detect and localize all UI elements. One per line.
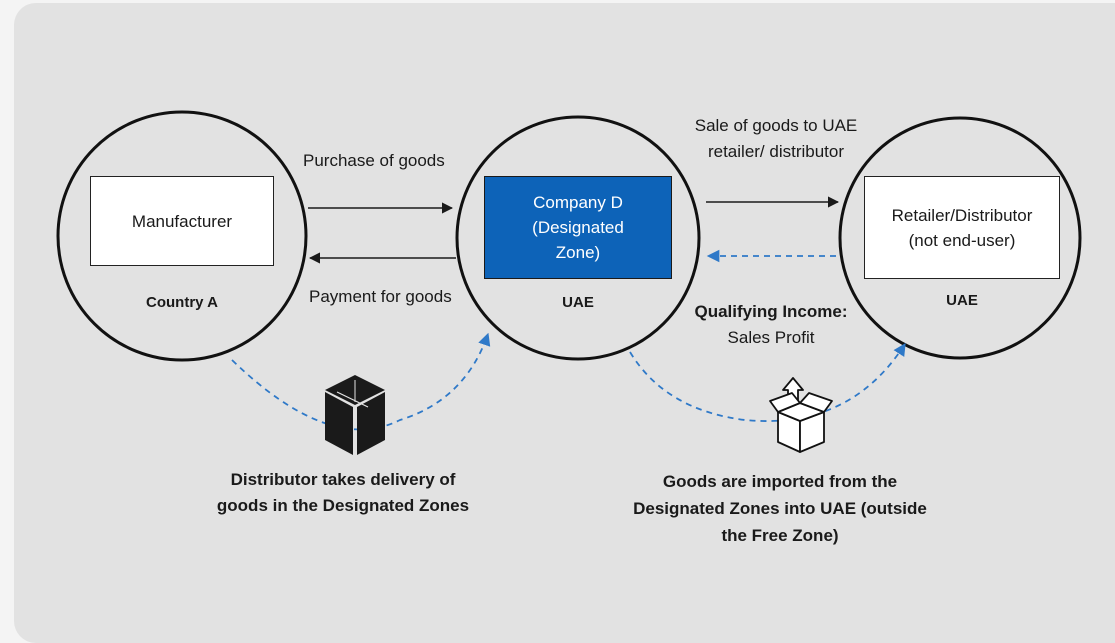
import-note-line-3: the Free Zone) <box>721 526 839 545</box>
retailer-line-2: (not end-user) <box>908 230 1016 250</box>
closed-box-icon <box>325 375 385 455</box>
import-dashed-arc <box>629 342 906 422</box>
retailer-location: UAE <box>946 292 978 309</box>
delivery-dashed-arc <box>231 332 491 431</box>
import-note-line-1: Goods are imported from the <box>662 472 898 491</box>
manufacturer-location: Country A <box>146 294 218 311</box>
company-line-1: Company D <box>533 193 623 212</box>
sale-label-line-1: Sale of goods to UAE <box>694 116 858 135</box>
company-circle <box>455 115 701 361</box>
flow-diagram-canvas <box>56 110 1082 455</box>
company-location: UAE <box>562 294 594 311</box>
import-note-line-2: Designated Zones into UAE (outside <box>633 499 927 518</box>
company-d-box: Company D (Designated Zone) <box>484 176 672 279</box>
retailer-box: Retailer/Distributor (not end-user) <box>864 176 1060 279</box>
open-box-icon <box>769 377 833 453</box>
company-line-2: (Designated <box>532 218 624 237</box>
delivery-note-line-2: goods in the Designated Zones <box>216 496 470 515</box>
retailer-line-1: Retailer/Distributor <box>891 205 1033 225</box>
company-line-3: Zone) <box>555 243 601 262</box>
sale-label-line-2: retailer/ distributor <box>707 142 845 161</box>
retailer-circle <box>838 116 1082 360</box>
diagram-panel <box>14 3 1115 643</box>
manufacturer-label: Manufacturer <box>131 211 233 231</box>
manufacturer-circle <box>56 110 308 362</box>
purchase-label: Purchase of goods <box>303 151 445 170</box>
payment-label: Payment for goods <box>309 287 452 306</box>
delivery-note-line-1: Distributor takes delivery of <box>230 470 456 489</box>
sales-profit-label: Sales Profit <box>727 328 815 347</box>
qualifying-income-label: Qualifying Income: <box>694 302 848 321</box>
manufacturer-box: Manufacturer <box>90 176 274 266</box>
